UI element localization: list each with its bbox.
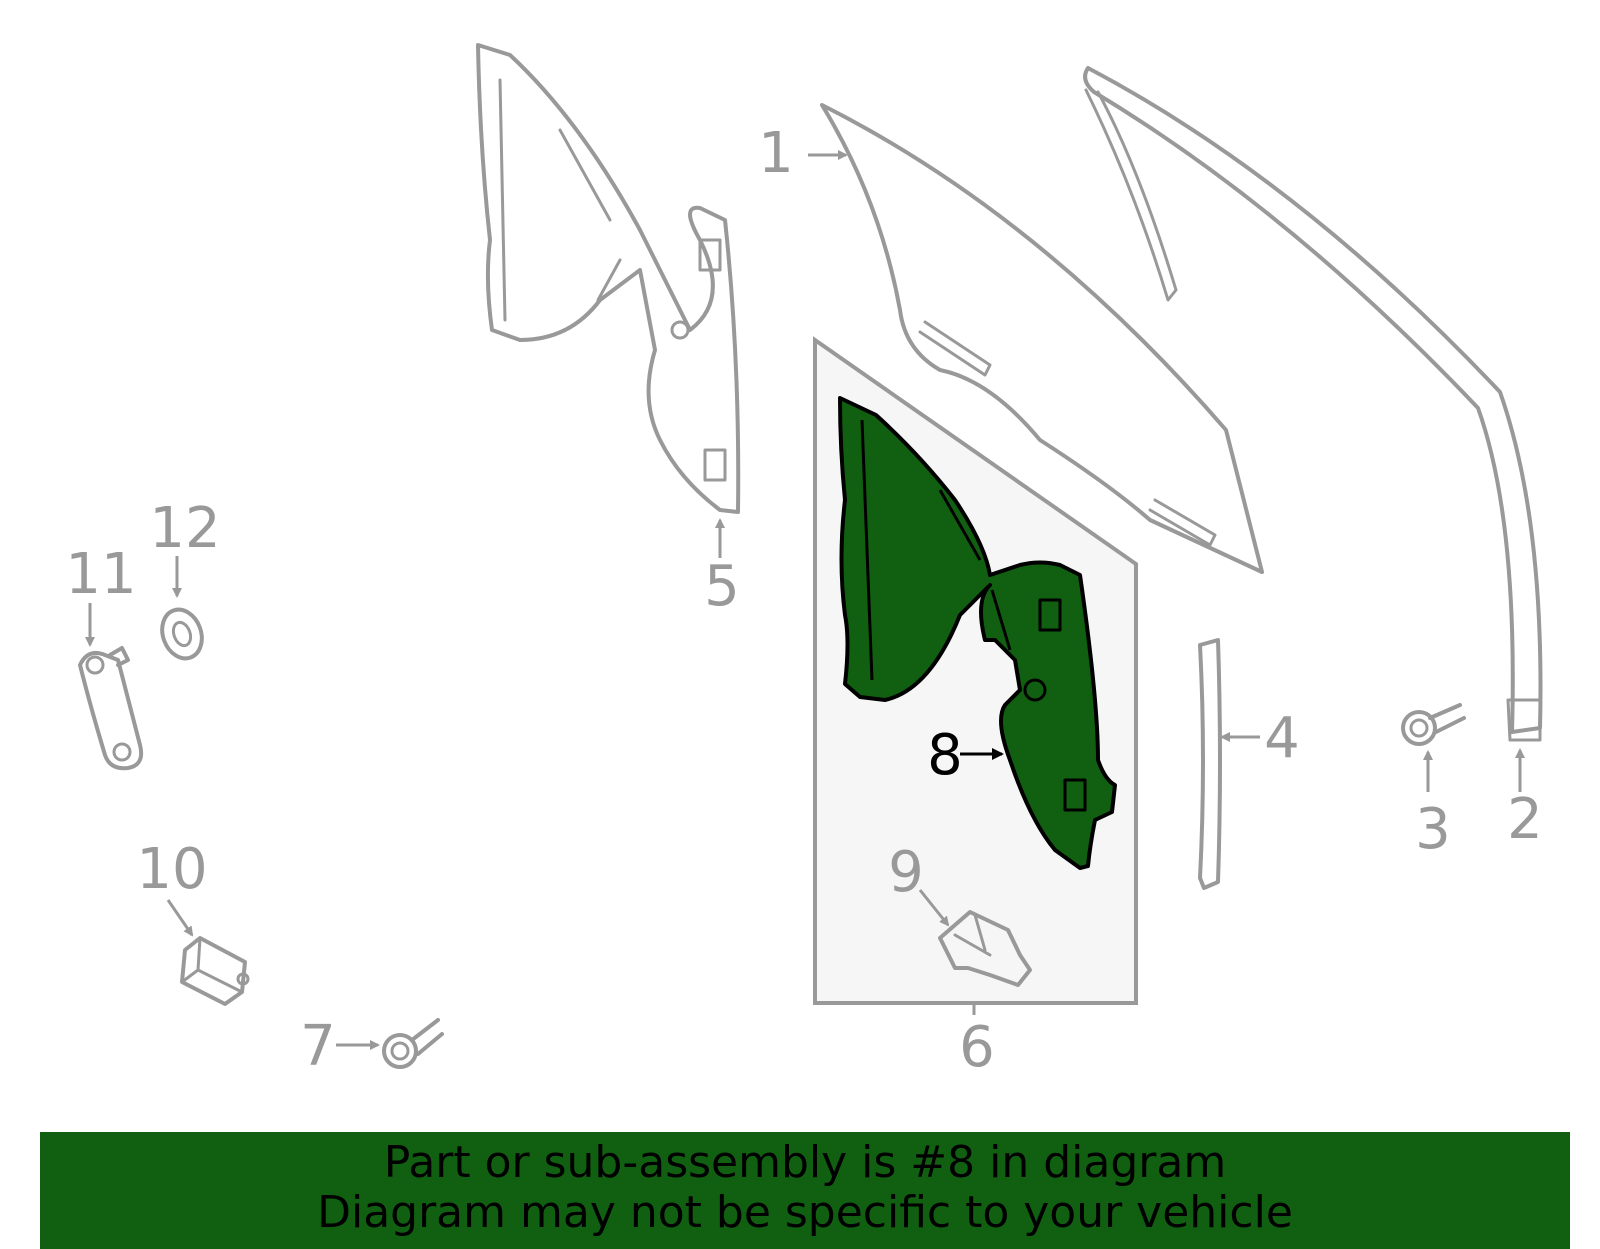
- callout-10: 10: [136, 837, 207, 902]
- part-7-bolt: 7: [300, 1014, 444, 1079]
- part-10-clip: 10: [136, 837, 250, 1006]
- footer-line-1: Part or sub-assembly is #8 in diagram: [383, 1137, 1227, 1188]
- callout-8: 8: [927, 723, 963, 788]
- callout-6: 6: [959, 1015, 995, 1080]
- part-3-bolt: 3: [1401, 703, 1466, 862]
- callout-9: 9: [888, 840, 924, 905]
- footer-banner: Part or sub-assembly is #8 in diagram Di…: [40, 1132, 1570, 1249]
- part-9-connector: 9: [888, 840, 1032, 987]
- footer-line-2: Diagram may not be specific to your vehi…: [317, 1187, 1293, 1238]
- part-8-regulator-highlighted: 8: [838, 396, 1117, 870]
- part-1-door-glass: 1: [758, 103, 1264, 574]
- callout-11: 11: [65, 542, 136, 607]
- callout-12: 12: [149, 496, 220, 561]
- callout-4: 4: [1264, 706, 1300, 771]
- callout-1: 1: [758, 121, 794, 186]
- callout-3: 3: [1415, 797, 1451, 862]
- part-11-crank: 11: [65, 542, 144, 771]
- part-4-rear-channel: 4: [1198, 638, 1300, 890]
- part-5-regulator: 5: [476, 43, 741, 619]
- callout-5: 5: [704, 554, 740, 619]
- callout-2: 2: [1507, 787, 1543, 852]
- part-12-washer: 12: [149, 496, 221, 661]
- callout-7: 7: [300, 1014, 336, 1079]
- part-2-run-channel: 2: [1083, 66, 1543, 852]
